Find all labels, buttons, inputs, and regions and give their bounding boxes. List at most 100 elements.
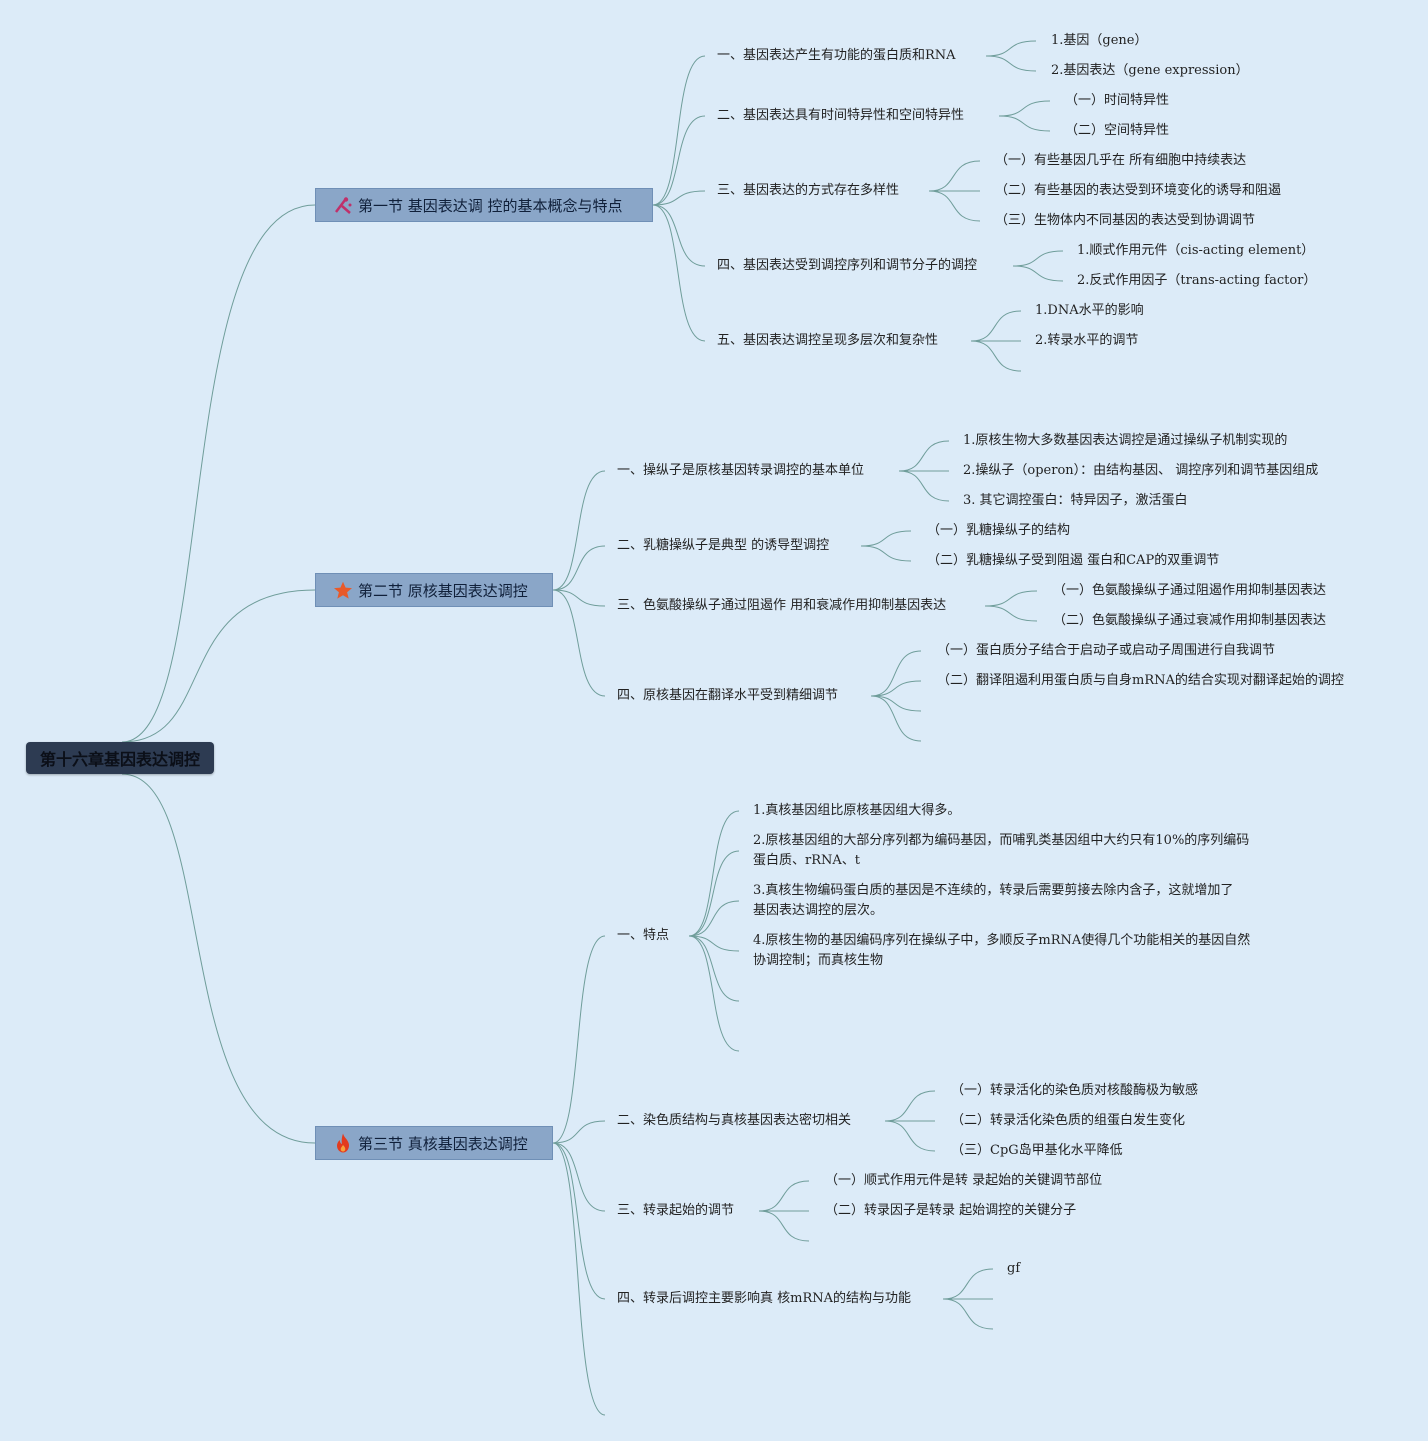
topic-8-to-leaf-1 xyxy=(984,590,1038,607)
topic-3-to-leaf-1 xyxy=(928,160,981,192)
leaf-1-4-2[interactable]: 2.反式作用因子（trans-acting factor） xyxy=(1077,273,1317,288)
topic-1-to-leaf-1 xyxy=(985,40,1037,57)
section-title: 第二节 原核基因表达调控 xyxy=(358,581,528,600)
leaf-2-2-2[interactable]: （二）乳糖操纵子受到阻遏 蛋白和CAP的双重调节 xyxy=(927,553,1220,568)
topic-10-to-leaf-2 xyxy=(688,850,740,937)
topic-9-to-leaf-2 xyxy=(870,680,922,697)
leaf-2-1-3[interactable]: 3. 其它调控蛋白：特异因子，激活蛋白 xyxy=(963,493,1188,508)
topic-2-1[interactable]: 一、操纵子是原核基因转录调控的基本单位 xyxy=(617,463,865,478)
section-3-to-topic-4 xyxy=(552,1142,606,1300)
topic-9-to-leaf-4 xyxy=(870,695,922,742)
topic-6-to-leaf-3 xyxy=(898,470,950,502)
leaf-2-1-2[interactable]: 2.操纵子（operon）：由结构基因、 调控序列和调节基因组成 xyxy=(963,463,1319,478)
topic-1-3[interactable]: 三、基因表达的方式存在多样性 xyxy=(717,183,900,198)
leaf-3-2-2[interactable]: （二）转录活化染色质的组蛋白发生变化 xyxy=(951,1113,1186,1128)
leaf-3-3-2[interactable]: （二）转录因子是转录 起始调控的关键分子 xyxy=(825,1203,1077,1218)
leaf-1-2-2[interactable]: （二）空间特异性 xyxy=(1065,123,1170,138)
topic-1-4[interactable]: 四、基因表达受到调控序列和调节分子的调控 xyxy=(717,258,978,273)
topic-13-to-leaf-1 xyxy=(942,1268,994,1300)
leaf-2-1-1[interactable]: 1.原核生物大多数基因表达调控是通过操纵子机制实现的 xyxy=(963,433,1288,448)
leaf-1-1-2[interactable]: 2.基因表达（gene expression） xyxy=(1051,63,1249,78)
root-to-section-1 xyxy=(121,204,316,743)
topic-10-to-leaf-1 xyxy=(688,810,740,937)
topic-1-1[interactable]: 一、基因表达产生有功能的蛋白质和RNA xyxy=(717,48,956,63)
topic-4-to-leaf-1 xyxy=(1012,250,1064,267)
root-to-section-3 xyxy=(121,773,316,1144)
leaf-3-1-3[interactable]: 3.真核生物编码蛋白质的基因是不连续的，转录后需要剪接去除内含子，这就增加了基因… xyxy=(753,883,1234,918)
leaf-1-3-1[interactable]: （一）有些基因几乎在 所有细胞中持续表达 xyxy=(995,153,1247,168)
topic-7-to-leaf-1 xyxy=(860,530,912,547)
section-3-to-topic-3 xyxy=(552,1142,606,1212)
section-2-to-topic-3 xyxy=(552,589,606,607)
leaf-1-4-1[interactable]: 1.顺式作用元件（cis-acting element） xyxy=(1077,243,1315,258)
leaf-2-4-2[interactable]: （二）翻译阻遏利用蛋白质与自身mRNA的结合实现对翻译起始的调控 xyxy=(937,673,1344,688)
leaf-2-3-1[interactable]: （一）色氨酸操纵子通过阻遏作用抑制基因表达 xyxy=(1053,583,1327,598)
leaf-1-3-2[interactable]: （二）有些基因的表达受到环境变化的诱导和阻遏 xyxy=(995,183,1282,198)
topic-1-5[interactable]: 五、基因表达调控呈现多层次和复杂性 xyxy=(717,333,939,348)
leaf-3-1-1[interactable]: 1.真核基因组比原核基因组大得多。 xyxy=(753,803,961,818)
leaf-1-5-1[interactable]: 1.DNA水平的影响 xyxy=(1035,303,1144,318)
topic-5-to-leaf-3 xyxy=(970,340,1022,372)
topic-10-to-leaf-3 xyxy=(688,900,740,937)
leaf-3-3-1[interactable]: （一）顺式作用元件是转 录起始的关键调节部位 xyxy=(825,1173,1103,1188)
leaf-3-2-1[interactable]: （一）转录活化的染色质对核酸酶极为敏感 xyxy=(951,1083,1199,1098)
topic-3-2[interactable]: 二、染色质结构与真核基因表达密切相关 xyxy=(617,1113,852,1128)
leaf-2-2-1[interactable]: （一）乳糖操纵子的结构 xyxy=(927,523,1071,538)
section-1-to-topic-1 xyxy=(652,55,706,206)
topic-3-to-leaf-3 xyxy=(928,190,981,222)
topic-12-to-leaf-1 xyxy=(758,1180,810,1212)
section-1-to-topic-3 xyxy=(652,190,706,206)
root-to-section-2 xyxy=(121,589,316,743)
topic-3-3[interactable]: 三、转录起始的调节 xyxy=(617,1203,735,1218)
topic-12-to-leaf-3 xyxy=(758,1210,810,1242)
leaf-3-4-1[interactable]: gf xyxy=(1007,1261,1021,1276)
topic-6-to-leaf-1 xyxy=(898,440,950,472)
section-3-to-topic-1 xyxy=(552,935,606,1144)
topic-10-to-leaf-6 xyxy=(688,935,740,1052)
leaf-3-1-4[interactable]: 4.原核生物的基因编码序列在操纵子中，多顺反子mRNA使得几个功能相关的基因自然… xyxy=(753,933,1251,968)
star-icon xyxy=(332,580,354,600)
section-1-node[interactable]: 第一节 基因表达调 控的基本概念与特点 xyxy=(315,188,653,222)
topic-13-to-leaf-3 xyxy=(942,1298,994,1330)
topic-7-to-leaf-2 xyxy=(860,545,912,562)
topic-2-to-leaf-1 xyxy=(998,100,1051,117)
topic-1-2[interactable]: 二、基因表达具有时间特异性和空间特异性 xyxy=(717,108,965,123)
leaf-2-4-1[interactable]: （一）蛋白质分子结合于启动子或启动子周围进行自我调节 xyxy=(937,643,1276,658)
section-3-to-topic-5 xyxy=(552,1142,606,1416)
topic-3-1[interactable]: 一、特点 xyxy=(617,928,670,943)
section-title: 第一节 基因表达调 控的基本概念与特点 xyxy=(358,196,623,215)
topic-5-to-leaf-1 xyxy=(970,310,1022,342)
section-1-to-topic-2 xyxy=(652,115,706,206)
section-title: 第三节 真核基因表达调控 xyxy=(358,1134,528,1153)
topic-4-to-leaf-2 xyxy=(1012,265,1064,282)
section-2-node[interactable]: 第二节 原核基因表达调控 xyxy=(315,573,553,607)
section-1-to-topic-4 xyxy=(652,204,706,267)
section-3-node[interactable]: 第三节 真核基因表达调控 xyxy=(315,1126,553,1160)
topic-8-to-leaf-2 xyxy=(984,605,1038,622)
leaf-3-2-3[interactable]: （三）CpG岛甲基化水平降低 xyxy=(951,1143,1123,1158)
topic-3-4[interactable]: 四、转录后调控主要影响真 核mRNA的结构与功能 xyxy=(617,1291,912,1306)
section-3-to-topic-2 xyxy=(552,1120,606,1144)
leaf-1-3-3[interactable]: （三）生物体内不同基因的表达受到协调调节 xyxy=(995,213,1256,228)
topic-11-to-leaf-1 xyxy=(884,1090,936,1122)
topic-10-to-leaf-4 xyxy=(688,935,740,952)
topic-11-to-leaf-3 xyxy=(884,1120,936,1152)
flame-icon xyxy=(332,1133,354,1153)
leaf-3-1-2[interactable]: 2.原核基因组的大部分序列都为编码基因，而哺乳类基因组中大约只有10%的序列编码… xyxy=(753,833,1250,868)
section-2-to-topic-1 xyxy=(552,470,606,591)
topic-9-to-leaf-3 xyxy=(870,695,922,712)
leaf-1-2-1[interactable]: （一）时间特异性 xyxy=(1065,93,1170,108)
root-title: 第十六章基因表达调控 xyxy=(39,750,200,769)
root-node[interactable]: 第十六章基因表达调控 xyxy=(26,742,214,774)
leaf-1-5-2[interactable]: 2.转录水平的调节 xyxy=(1035,333,1139,348)
topic-2-2[interactable]: 二、乳糖操纵子是典型 的诱导型调控 xyxy=(617,538,830,553)
topic-9-to-leaf-1 xyxy=(870,650,922,697)
topic-2-4[interactable]: 四、原核基因在翻译水平受到精细调节 xyxy=(617,688,839,703)
leaf-1-1-1[interactable]: 1.基因（gene） xyxy=(1051,33,1148,48)
topic-2-to-leaf-2 xyxy=(998,115,1051,132)
topic-1-to-leaf-2 xyxy=(985,55,1037,72)
leaf-2-3-2[interactable]: （二）色氨酸操纵子通过衰减作用抑制基因表达 xyxy=(1053,613,1327,628)
topic-10-to-leaf-5 xyxy=(688,935,740,1002)
topic-2-3[interactable]: 三、色氨酸操纵子通过阻遏作 用和衰减作用抑制基因表达 xyxy=(617,598,947,613)
